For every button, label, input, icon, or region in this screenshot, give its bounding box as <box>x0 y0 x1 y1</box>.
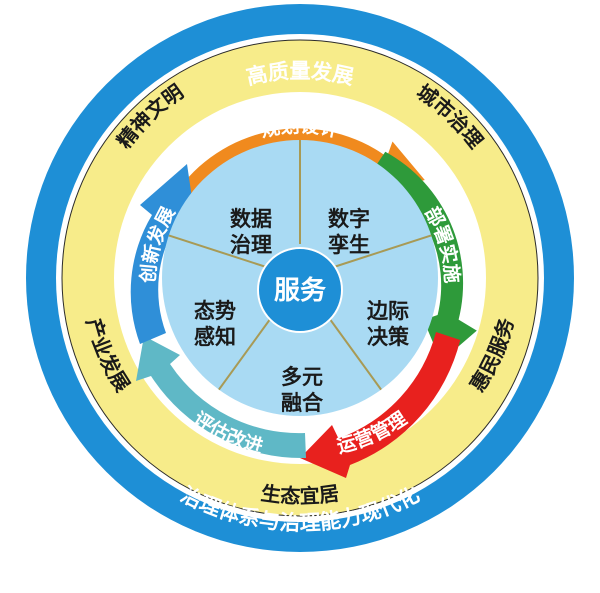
segment-data-governance-line2: 治理 <box>230 233 272 257</box>
segment-digital-twin-line1: 数字 <box>328 207 370 231</box>
segment-edge-decision-line1: 边际 <box>367 299 409 323</box>
segment-edge-decision-line2: 决策 <box>367 325 410 349</box>
process-arrows <box>130 128 477 478</box>
center-service-label: 服务 <box>274 276 326 306</box>
segment-digital-twin-line2: 孪生 <box>328 233 370 257</box>
center-service-circle <box>257 247 343 333</box>
segment-multi-fusion-line1: 多元 <box>281 365 323 389</box>
segment-situation-awareness-line1: 态势 <box>194 299 236 323</box>
arrow-plan-design <box>179 128 425 202</box>
segment-divider <box>331 234 432 269</box>
segment-situation-awareness-line2: 感知 <box>194 325 236 349</box>
arrow-evaluate-improve <box>136 336 306 459</box>
segment-divider <box>168 234 269 269</box>
segment-data-governance-line1: 数据 <box>230 207 272 231</box>
arrow-innovation-development <box>130 164 196 344</box>
arrow-operation-management <box>300 332 461 478</box>
arrow-deploy-implement <box>371 151 477 362</box>
segment-multi-fusion-line2: 融合 <box>281 391 324 415</box>
